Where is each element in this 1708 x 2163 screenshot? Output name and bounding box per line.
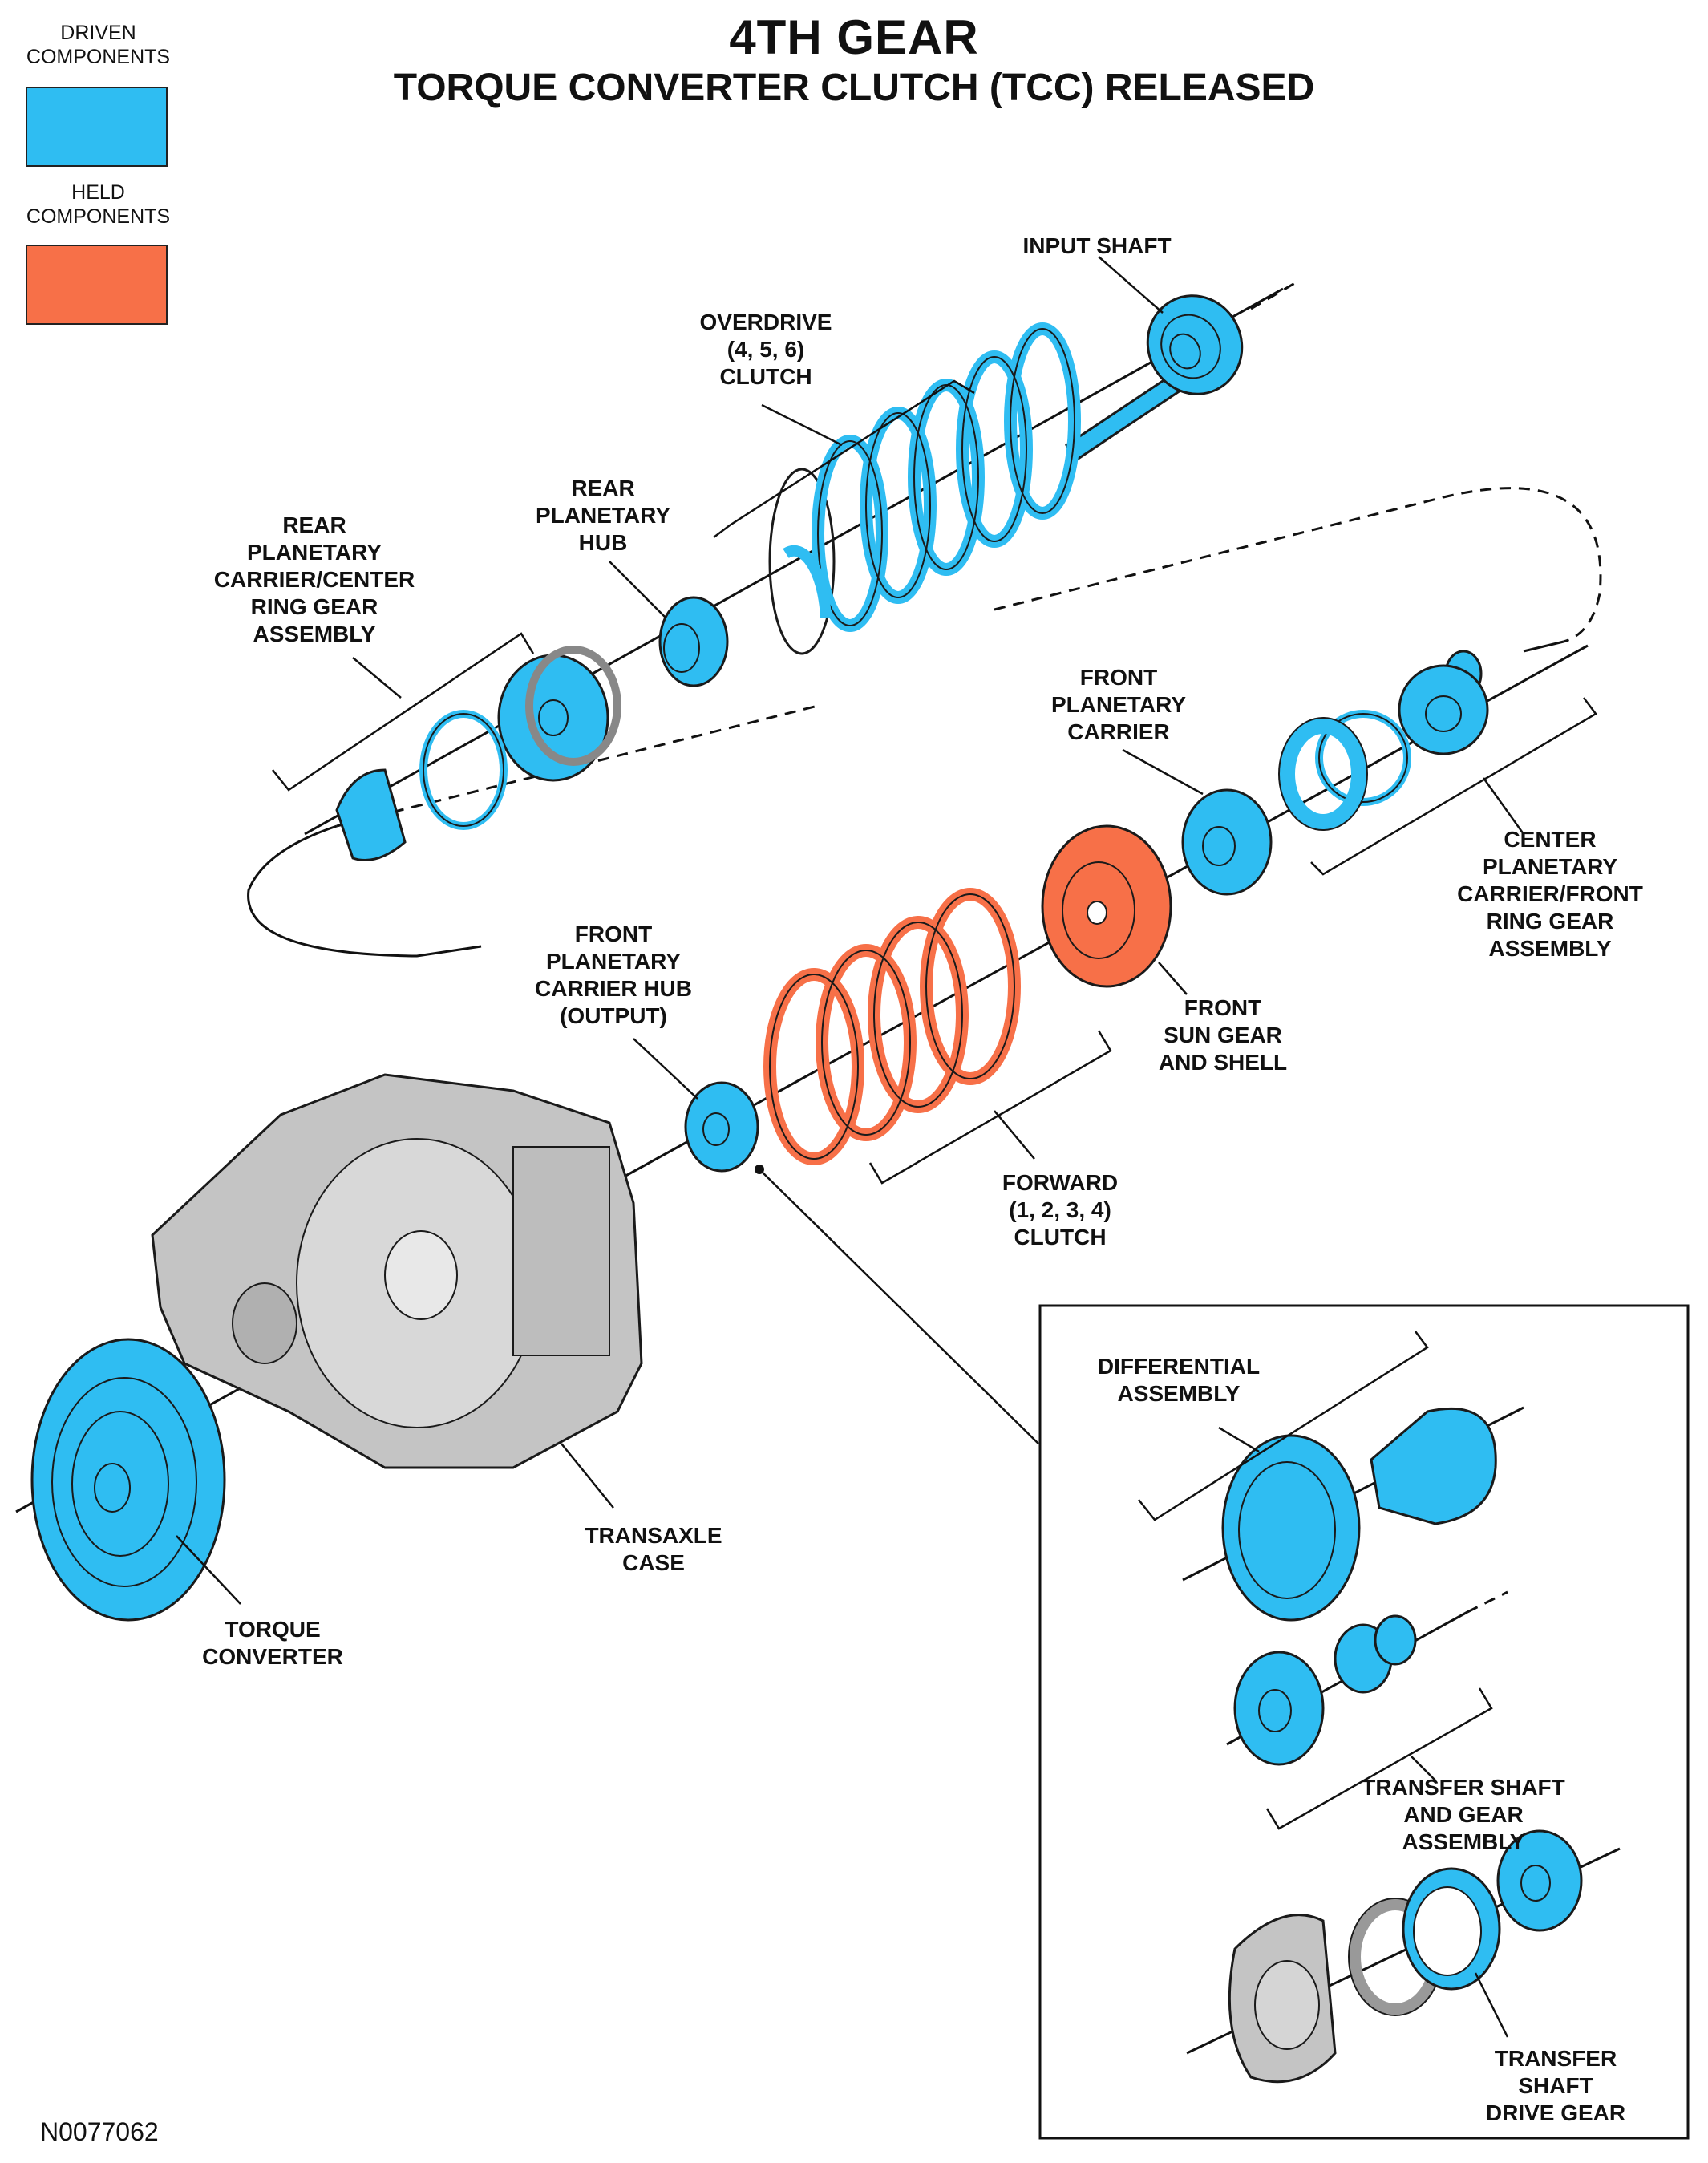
rear-planetary-hub: [658, 596, 729, 687]
callout-input-shaft: INPUT SHAFT: [1022, 233, 1172, 258]
callout-transfer-shaft-drive-gear: TRANSFER SHAFT DRIVE GEAR: [1485, 2046, 1626, 2125]
callout-torque-converter: TORQUE CONVERTER: [202, 1617, 343, 1669]
diagram-id: N0077062: [40, 2117, 159, 2146]
callout-front-planetary-carrier: FRONT PLANETARY CARRIER: [1051, 665, 1186, 744]
diagram-subtitle: TORQUE CONVERTER CLUTCH (TCC) RELEASED: [393, 67, 1315, 109]
callout-overdrive-clutch: OVERDRIVE (4, 5, 6) CLUTCH: [699, 310, 832, 389]
callout-forward-clutch: FORWARD (1, 2, 3, 4) CLUTCH: [1002, 1170, 1119, 1250]
torque-converter: [30, 1338, 226, 1622]
transaxle-case: [151, 1073, 643, 1469]
callout-front-planetary-carrier-hub: FRONT PLANETARY CARRIER HUB (OUTPUT): [535, 922, 692, 1028]
front-planetary-carrier: [1181, 788, 1273, 896]
rear-planetary-carrier: [335, 646, 621, 861]
overdrive-clutch-plates: [768, 322, 1081, 655]
legend-driven-label: DRIVEN COMPONENTS: [26, 22, 171, 68]
leader-lines: [176, 256, 1597, 2038]
forward-clutch-plates: [763, 888, 1021, 1165]
input-shaft: [1065, 294, 1244, 464]
legend-held-label: HELD COMPONENTS: [26, 181, 171, 228]
callout-front-sun-gear: FRONT SUN GEAR AND SHELL: [1158, 995, 1288, 1075]
callout-center-planetary-carrier: CENTER PLANETARY CARRIER/FRONT RING GEAR…: [1457, 827, 1643, 961]
center-planetary-carrier: [1278, 650, 1489, 831]
legend-driven-swatch: [26, 87, 168, 167]
callout-rear-planetary-hub: REAR PLANETARY HUB: [536, 476, 670, 555]
legend-held-swatch: [26, 245, 168, 325]
front-planetary-carrier-hub: [684, 1081, 764, 1174]
callout-transfer-shaft-gear: TRANSFER SHAFT AND GEAR ASSEMBLY: [1362, 1775, 1565, 1854]
callout-differential-assembly: DIFFERENTIAL ASSEMBLY: [1097, 1354, 1261, 1406]
callout-transaxle-case: TRANSAXLE CASE: [585, 1523, 722, 1575]
transfer-shaft-gear: [1233, 1614, 1417, 1766]
differential-assembly: [1221, 1407, 1497, 1622]
front-sun-gear-shell: [1041, 824, 1172, 988]
inset-box: [1038, 1304, 1690, 2140]
diagram-title: 4TH GEAR: [729, 10, 979, 64]
callout-rear-planetary-carrier: REAR PLANETARY CARRIER/CENTER RING GEAR …: [213, 512, 415, 646]
transfer-shaft-drive-gear: [1228, 1829, 1583, 2084]
